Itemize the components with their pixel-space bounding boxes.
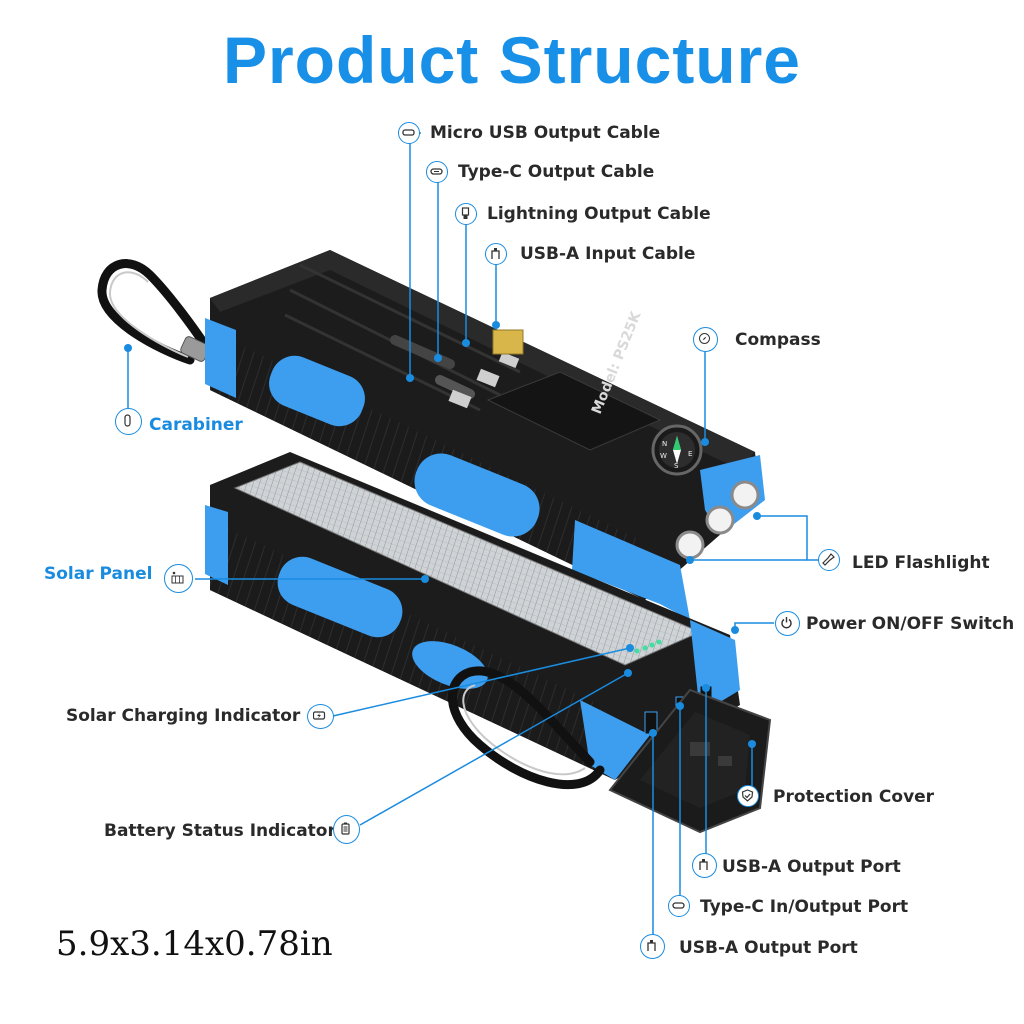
label-usb-a-output-port-1: USB-A Output Port: [722, 857, 901, 877]
label-compass: Compass: [735, 330, 821, 350]
label-micro-usb: Micro USB Output Cable: [430, 123, 661, 143]
shield-icon: [737, 785, 759, 807]
carabiner-bottom: [447, 666, 605, 790]
type-c-icon: [426, 161, 448, 183]
label-solar-panel: Solar Panel: [44, 564, 153, 584]
usb-a-output-2-icon: [640, 934, 665, 959]
label-usb-a-input-cable: USB-A Input Cable: [520, 244, 696, 264]
label-type-c-cable: Type-C Output Cable: [458, 162, 655, 182]
compass-letter-s: S: [674, 462, 679, 470]
compass-letter-w: W: [660, 452, 667, 460]
compass-letter-n: N: [662, 440, 667, 448]
leader-dots: [124, 321, 761, 748]
lightning-icon: [455, 203, 477, 225]
label-usb-a-output-port-2: USB-A Output Port: [679, 938, 858, 958]
power-bank-top: Model: PS25K N E S W: [205, 250, 765, 620]
label-lightning-cable: Lightning Output Cable: [487, 204, 711, 224]
solar-panel-icon: [164, 564, 193, 593]
label-type-c-port: Type-C In/Output Port: [700, 897, 909, 917]
type-c-port-icon: [668, 895, 690, 917]
label-power-switch: Power ON/OFF Switch: [806, 614, 1015, 634]
label-protection-cover: Protection Cover: [773, 787, 935, 807]
usb-a-icon: [485, 243, 507, 265]
compass-icon: [693, 327, 718, 352]
power-icon: [775, 611, 800, 636]
carabiner-top: [97, 259, 210, 365]
label-led-flashlight: LED Flashlight: [852, 553, 990, 573]
compass-letter-e: E: [688, 450, 692, 458]
label-battery-status-indicator: Battery Status Indicator: [104, 821, 336, 841]
page-title: Product Structure: [222, 23, 802, 97]
micro-usb-icon: [398, 122, 420, 144]
battery-icon: [333, 815, 360, 844]
label-carabiner: Carabiner: [149, 415, 243, 435]
solar-charge-icon: [307, 704, 334, 729]
dimensions-text: 5.9x3.14x0.78in: [56, 924, 333, 964]
carabiner-icon: [115, 408, 142, 435]
power-bank-bottom: [205, 452, 740, 780]
usb-a-output-1-icon: [692, 853, 717, 878]
protection-cover-flap: [608, 688, 772, 834]
solar-led-indicator: [634, 639, 662, 654]
device-compass: N E S W: [651, 424, 703, 476]
flashlight-icon: [818, 549, 840, 571]
label-solar-charging-indicator: Solar Charging Indicator: [66, 706, 301, 726]
